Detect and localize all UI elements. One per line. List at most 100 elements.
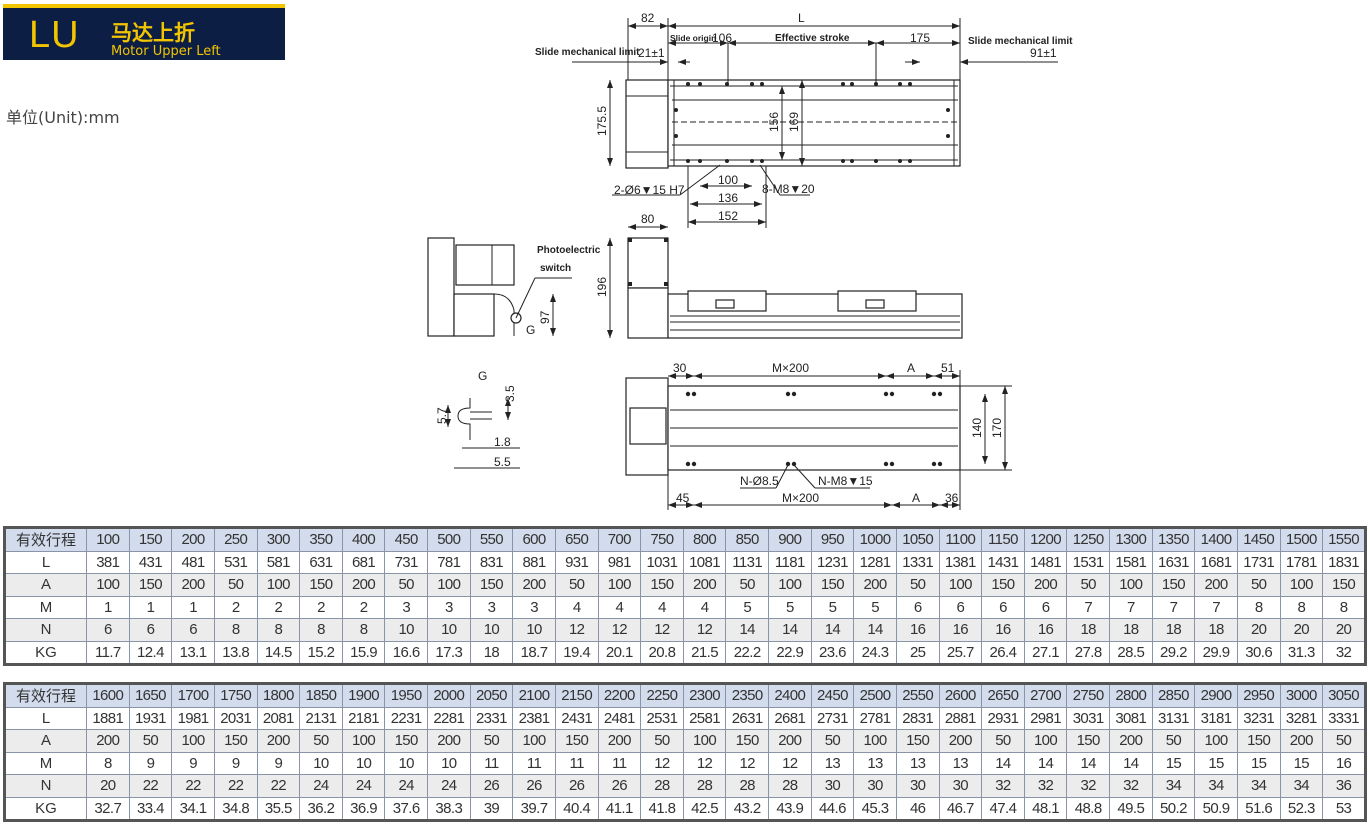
- table-cell: 3331: [1322, 706, 1366, 730]
- table-cell: 150: [895, 729, 940, 753]
- table-cell: 1181: [768, 550, 812, 574]
- table-cell: 200: [427, 729, 471, 753]
- table-cell: 7: [1109, 595, 1153, 619]
- stroke-header-cell: 1550: [1322, 527, 1366, 552]
- table-cell: 1331: [895, 550, 940, 574]
- stroke-header-cell: 2250: [640, 683, 684, 708]
- table-cell: 7: [1194, 595, 1238, 619]
- table-cell: 1381: [938, 550, 983, 574]
- table-cell: 15: [1236, 751, 1281, 775]
- table-cell: 8: [299, 618, 343, 642]
- table-cell: 4: [640, 595, 684, 619]
- table-cell: 22: [171, 774, 215, 798]
- stroke-header-cell: 2950: [1236, 683, 1281, 708]
- table-cell: 3231: [1236, 706, 1281, 730]
- photoelectric-label: Photoelectric: [537, 245, 601, 256]
- table-cell: 42.5: [682, 796, 727, 821]
- side-view: 80 196 Photoelectric switch 97 G: [427, 212, 963, 339]
- table-cell: 3031: [1066, 706, 1110, 730]
- table-cell: 46.7: [938, 796, 983, 821]
- row-label: M: [4, 595, 87, 619]
- stroke-header-cell: 1650: [128, 683, 173, 708]
- table-cell: 8: [1236, 595, 1281, 619]
- table-cell: 50: [299, 729, 343, 753]
- table-cell: 40.4: [554, 796, 599, 821]
- table-cell: 24.3: [853, 640, 897, 665]
- table-cell: 10: [427, 618, 471, 642]
- stroke-header-cell: 2750: [1066, 683, 1110, 708]
- table-cell: 10: [427, 751, 471, 775]
- table-cell: 34: [1236, 774, 1281, 798]
- stroke-header-cell: 300: [256, 527, 301, 552]
- table-cell: 13: [853, 751, 897, 775]
- table-cell: 2381: [512, 706, 556, 730]
- table-cell: 38.3: [427, 796, 471, 821]
- stroke-header-cell: 700: [597, 527, 642, 552]
- table-cell: 100: [938, 573, 983, 597]
- row-label: N: [4, 774, 87, 798]
- table-cell: 1: [171, 595, 215, 619]
- table-cell: 3: [469, 595, 514, 619]
- table-cell: 22: [213, 774, 258, 798]
- table-cell: 4: [682, 595, 727, 619]
- table-cell: 15.2: [299, 640, 343, 665]
- table-cell: 24: [299, 774, 343, 798]
- table-cell: 3: [512, 595, 556, 619]
- stroke-header-cell: 2050: [469, 683, 514, 708]
- table-cell: 20: [1236, 618, 1281, 642]
- table-cell: 41.1: [597, 796, 642, 821]
- table-cell: 22.9: [768, 640, 812, 665]
- table-cell: 36.2: [299, 796, 343, 821]
- table-cell: 1081: [682, 550, 727, 574]
- table-cell: 1281: [853, 550, 897, 574]
- table-cell: 10: [469, 618, 514, 642]
- table-cell: 26: [512, 774, 556, 798]
- table-cell: 150: [1151, 573, 1196, 597]
- table-cell: 16: [1023, 618, 1068, 642]
- table-cell: 12: [682, 751, 727, 775]
- table-cell: 50: [725, 573, 769, 597]
- table-cell: 100: [682, 729, 727, 753]
- row-label: KG: [4, 796, 87, 821]
- stroke-header-cell: 250: [213, 527, 258, 552]
- table-cell: 8: [256, 618, 301, 642]
- table-cell: 12: [682, 618, 727, 642]
- table-cell: 27.8: [1066, 640, 1110, 665]
- stroke-header-cell: 2850: [1151, 683, 1196, 708]
- tol-21: 21±1: [638, 46, 665, 60]
- stroke-header-cell: 2150: [554, 683, 599, 708]
- table-cell: 150: [981, 573, 1025, 597]
- table-cell: 53: [1322, 796, 1366, 821]
- table-cell: 631: [299, 550, 343, 574]
- table-cell: 3081: [1109, 706, 1153, 730]
- table-cell: 43.9: [768, 796, 812, 821]
- table-cell: 1631: [1151, 550, 1196, 574]
- table-cell: 11.7: [86, 640, 130, 665]
- n-hole-label: N-Ø8.5: [740, 474, 779, 488]
- stroke-header-cell: 3050: [1322, 683, 1366, 708]
- table-cell: 5: [810, 595, 855, 619]
- table-cell: 31.3: [1279, 640, 1324, 665]
- table-cell: 12: [768, 751, 812, 775]
- table-cell: 9: [256, 751, 301, 775]
- stroke-header-cell: 1900: [341, 683, 386, 708]
- table-cell: 50: [1236, 573, 1281, 597]
- table-cell: 381: [86, 550, 130, 574]
- dim-3-5: 3.5: [503, 385, 517, 402]
- stroke-header-cell: 1100: [938, 527, 983, 552]
- a-bottom: A: [912, 491, 920, 505]
- dim-30: 30: [673, 361, 687, 375]
- table-cell: 52.3: [1279, 796, 1324, 821]
- stroke-header-cell: 650: [554, 527, 599, 552]
- table-cell: 200: [597, 729, 642, 753]
- stroke-header-cell: 2100: [512, 683, 556, 708]
- table-cell: 2: [341, 595, 386, 619]
- table-cell: 8: [1322, 595, 1366, 619]
- table-cell: 13: [895, 751, 940, 775]
- rail-body: [667, 79, 961, 167]
- table-cell: 11: [512, 751, 556, 775]
